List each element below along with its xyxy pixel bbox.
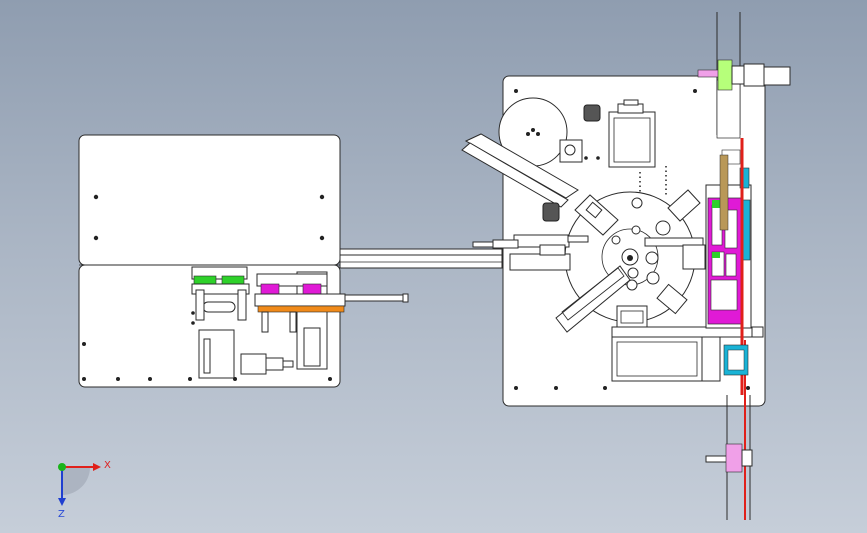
x-axis-label: X <box>104 460 111 471</box>
z-axis-label: Z <box>58 509 65 520</box>
clamp-assembly-magenta <box>254 273 346 333</box>
motor <box>240 353 267 375</box>
bottom-bracket <box>611 326 764 382</box>
slot <box>202 301 236 313</box>
station-arm-ne <box>667 189 701 222</box>
bottom-drive-roller <box>705 443 753 473</box>
right-station[interactable] <box>461 12 791 520</box>
axis-triad: X Z <box>58 460 111 520</box>
y-axis-dot <box>58 463 66 471</box>
transfer-rail[interactable] <box>339 248 503 269</box>
orange-bar <box>257 305 345 313</box>
left-station[interactable] <box>78 134 409 388</box>
left-cover-plate <box>78 134 341 266</box>
station-left-clamp <box>472 234 589 271</box>
feeder-chute <box>461 133 579 208</box>
dotted-guides <box>639 166 667 196</box>
tape-strip-bottom <box>723 344 751 520</box>
top-drive-roller <box>697 59 791 91</box>
magenta-conveyor[interactable] <box>705 167 752 329</box>
cylinder-rod <box>344 294 404 302</box>
top-bracket <box>608 99 656 168</box>
station-right-clamp <box>644 237 706 315</box>
station-arm-nw <box>574 194 619 236</box>
clamp-assembly <box>191 266 250 321</box>
